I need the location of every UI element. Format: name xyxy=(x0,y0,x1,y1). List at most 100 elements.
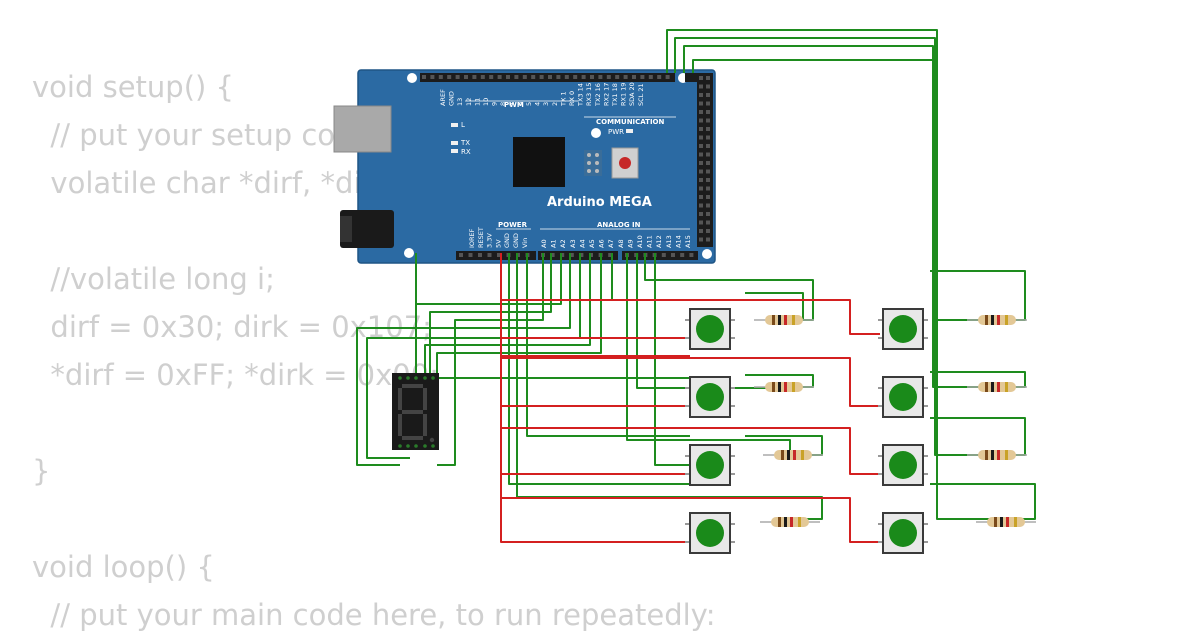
power-pin-label: RESET xyxy=(477,227,485,248)
analog-pin-label: A8 xyxy=(617,239,625,248)
push-button[interactable] xyxy=(685,512,735,554)
button-cap xyxy=(696,519,724,547)
digital-pin-label: AREF xyxy=(439,89,447,106)
resistor[interactable] xyxy=(754,315,814,325)
push-button[interactable] xyxy=(685,376,735,418)
usb-connector xyxy=(333,105,392,153)
analog-header-2 xyxy=(622,251,698,260)
digital-pin-label: SCL 21 xyxy=(637,83,645,106)
resistor[interactable] xyxy=(976,517,1036,527)
analog-pin-label: A1 xyxy=(550,239,558,248)
power-pin-label: 5V xyxy=(494,239,502,248)
digital-pin-label: 6 xyxy=(516,102,524,106)
power-pin-label: IOREF xyxy=(468,228,476,248)
push-button[interactable] xyxy=(685,308,735,350)
power-label: POWER xyxy=(498,221,528,229)
power-pin-label: 3.3V xyxy=(486,233,494,248)
led-rx-label: RX xyxy=(461,148,471,156)
led-tx-icon xyxy=(451,141,458,145)
analog-pin-label: A6 xyxy=(598,239,606,248)
button-cap xyxy=(889,383,917,411)
digital-pin-label: 7 xyxy=(508,102,516,106)
digital-pin-label: 10 xyxy=(482,98,490,106)
led-l-label: L xyxy=(461,121,465,129)
mount-hole xyxy=(407,73,417,83)
push-button[interactable] xyxy=(878,444,928,486)
code-line: //volatile long i; xyxy=(32,262,275,296)
button-cap xyxy=(696,315,724,343)
reset-button[interactable] xyxy=(611,147,639,179)
push-button[interactable] xyxy=(878,308,928,350)
power-pin-label: Vin xyxy=(521,238,529,248)
digital-pin-label: RX2 17 xyxy=(602,83,610,106)
display-pins xyxy=(398,376,435,448)
digital-pin-label: 13 xyxy=(456,98,464,106)
mount-hole xyxy=(702,249,712,259)
push-button[interactable] xyxy=(878,376,928,418)
arduino-mega-board[interactable]: L TX RX PWR PWM COMMUNICATION Arduino ME… xyxy=(333,69,716,264)
analog-header-1 xyxy=(538,251,618,260)
code-line: // put your main code here, to run repea… xyxy=(32,598,716,632)
button-cap xyxy=(889,451,917,479)
display-segments xyxy=(398,384,435,443)
digital-pin-label: 2 xyxy=(551,102,559,106)
resistor[interactable] xyxy=(967,315,1027,325)
led-pwr-icon xyxy=(626,129,633,133)
button-cap xyxy=(889,315,917,343)
digital-pin-label: 11 xyxy=(473,98,481,106)
button-cap xyxy=(889,519,917,547)
mcu-chip xyxy=(513,137,565,187)
resistor[interactable] xyxy=(754,382,814,392)
led-l-icon xyxy=(451,123,458,127)
seven-segment-display[interactable] xyxy=(392,373,439,450)
push-button[interactable] xyxy=(878,512,928,554)
digital-pin-label: 3 xyxy=(542,102,550,106)
board-name: Arduino MEGA xyxy=(547,195,652,210)
code-line: void setup() { xyxy=(32,70,234,104)
analog-pin-label: A3 xyxy=(569,239,577,248)
analog-pin-label: A2 xyxy=(559,239,567,248)
analog-pin-label: A0 xyxy=(540,239,548,248)
mount-hole xyxy=(591,128,601,138)
power-header xyxy=(456,251,536,260)
digital-pin-label: 9 xyxy=(491,102,499,106)
analog-pin-label: A10 xyxy=(636,235,644,248)
analog-pin-label: A13 xyxy=(665,235,673,248)
analog-pin-label: A11 xyxy=(646,235,654,248)
red-wires xyxy=(500,253,880,543)
digital-pin-label: RX3 15 xyxy=(585,83,593,106)
resistor[interactable] xyxy=(967,450,1027,460)
digital-pin-label: SDA 20 xyxy=(628,82,636,106)
resistor[interactable] xyxy=(967,382,1027,392)
icsp-header xyxy=(584,150,602,176)
digital-pin-label: 5 xyxy=(525,102,533,106)
analog-pin-label: A7 xyxy=(607,239,615,248)
led-pwr-label: PWR xyxy=(608,128,624,136)
mount-hole xyxy=(404,248,414,258)
communication-label: COMMUNICATION xyxy=(596,118,665,126)
power-jack xyxy=(340,210,394,248)
digital-pin-label: RX1 19 xyxy=(620,83,628,106)
power-pin-label: GND xyxy=(512,233,520,248)
analog-pin-label: A5 xyxy=(588,239,596,248)
code-line: } xyxy=(32,454,51,488)
digital-pin-label: RX 0 xyxy=(568,91,576,106)
pwm-label: PWM xyxy=(504,101,524,109)
digital-pin-label: 12 xyxy=(465,98,473,106)
digital-pin-label: GND xyxy=(448,91,456,106)
digital-pin-label: 8 xyxy=(499,102,507,106)
digital-pin-label: TX2 16 xyxy=(594,83,602,107)
digital-pin-label: TX 1 xyxy=(559,91,567,107)
resistor[interactable] xyxy=(763,450,823,460)
push-button[interactable] xyxy=(685,444,735,486)
analog-in-label: ANALOG IN xyxy=(597,221,641,229)
analog-pin-label: A12 xyxy=(655,235,663,248)
power-pin-label: GND xyxy=(503,233,511,248)
button-cap xyxy=(696,451,724,479)
digital-pin-label: TX3 14 xyxy=(577,83,585,107)
resistor[interactable] xyxy=(760,517,820,527)
analog-pin-label: A14 xyxy=(674,235,682,248)
led-rx-icon xyxy=(451,149,458,153)
code-line: void loop() { xyxy=(32,550,215,584)
